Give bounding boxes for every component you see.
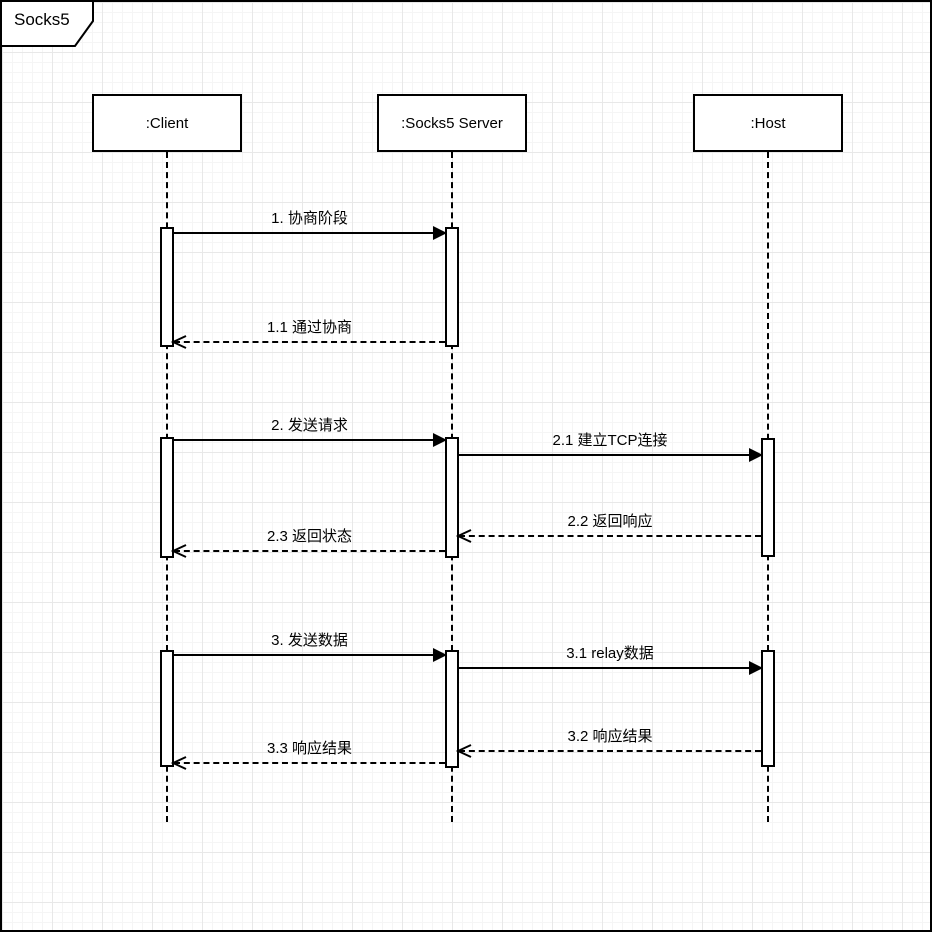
activation-server-3: [445, 650, 459, 768]
message-2-3-label: 2.3 返回状态: [266, 528, 353, 545]
message-2: 2. 发送请求: [174, 417, 447, 447]
activation-client-2: [160, 437, 174, 558]
open-arrowhead-left-icon: [171, 756, 187, 770]
message-2-2-label: 2.2 返回响应: [567, 513, 653, 530]
message-3: 3. 发送数据: [174, 632, 447, 662]
frame-label-title: Socks5: [14, 10, 70, 29]
frame-label-shape: [2, 2, 94, 47]
message-2-arrow: [174, 433, 447, 447]
activation-host-2: [761, 438, 775, 557]
actor-host: :Host: [693, 94, 843, 152]
activation-client-3: [160, 650, 174, 767]
message-2-1: 2.1 建立TCP连接: [459, 432, 763, 462]
activation-host-3: [761, 650, 775, 767]
message-1-1-arrow: [171, 335, 445, 349]
actor-socks5-server-label: :Socks5 Server: [401, 114, 503, 132]
message-3-1-arrow: [459, 661, 763, 675]
message-3-2-arrow: [456, 744, 761, 758]
message-3-2: 3.2 响应结果: [456, 728, 761, 758]
message-2-label: 2. 发送请求: [271, 417, 348, 434]
message-2-3-arrow: [171, 544, 445, 558]
frame-label: Socks5: [2, 2, 96, 48]
message-2-3: 2.3 返回状态: [171, 528, 445, 558]
filled-arrowhead-right-icon: [749, 661, 763, 675]
activation-server-1: [445, 227, 459, 347]
open-arrowhead-left-icon: [171, 544, 187, 558]
message-2-2-arrow: [456, 529, 761, 543]
filled-arrowhead-right-icon: [749, 448, 763, 462]
open-arrowhead-left-icon: [171, 335, 187, 349]
message-1-label: 1. 协商阶段: [271, 210, 348, 227]
open-arrowhead-left-icon: [456, 744, 472, 758]
message-1-1-label: 1.1 通过协商: [266, 319, 353, 336]
actor-host-label: :Host: [750, 114, 786, 132]
activation-client-1: [160, 227, 174, 347]
message-3-3-label: 3.3 响应结果: [266, 740, 353, 757]
actor-client: :Client: [92, 94, 242, 152]
activation-server-2: [445, 437, 459, 558]
message-1-arrow: [174, 226, 447, 240]
message-3-3-arrow: [171, 756, 445, 770]
open-arrowhead-left-icon: [456, 529, 472, 543]
message-2-2: 2.2 返回响应: [456, 513, 761, 543]
message-3-2-label: 3.2 响应结果: [567, 728, 653, 745]
message-2-1-arrow: [459, 448, 763, 462]
filled-arrowhead-right-icon: [433, 226, 447, 240]
actor-socks5-server: :Socks5 Server: [377, 94, 527, 152]
message-3-3: 3.3 响应结果: [171, 740, 445, 770]
message-3-1: 3.1 relay数据: [459, 645, 763, 675]
message-1: 1. 协商阶段: [174, 210, 447, 240]
message-3-1-label: 3.1 relay数据: [566, 645, 654, 662]
message-1-1: 1.1 通过协商: [171, 319, 445, 349]
filled-arrowhead-right-icon: [433, 433, 447, 447]
filled-arrowhead-right-icon: [433, 648, 447, 662]
message-3-label: 3. 发送数据: [271, 632, 348, 649]
actor-client-label: :Client: [145, 114, 189, 132]
message-2-1-label: 2.1 建立TCP连接: [552, 432, 668, 449]
message-3-arrow: [174, 648, 447, 662]
